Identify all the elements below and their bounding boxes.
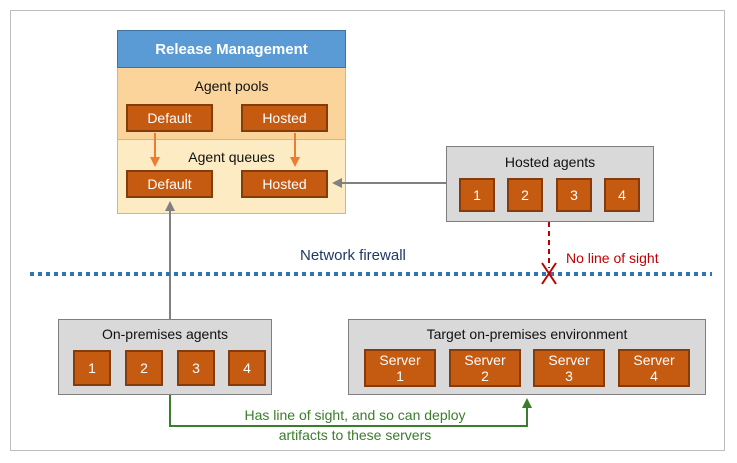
agent-pools-title: Agent pools <box>194 78 269 94</box>
deploy-note-line-2: artifacts to these servers <box>278 427 432 443</box>
server-4[interactable]: Server 4 <box>618 349 690 387</box>
release-management-title: Release Management <box>155 40 308 58</box>
blocked-x-marker <box>541 262 557 285</box>
deploy-note-line-1: Has line of sight, and so can deploy <box>244 407 466 423</box>
pool-hosted[interactable]: Hosted <box>241 104 328 132</box>
server-3[interactable]: Server 3 <box>533 349 605 387</box>
onprem-agent-1[interactable]: 1 <box>73 350 111 386</box>
onprem-agent-4[interactable]: 4 <box>228 350 266 386</box>
hosted-agent-1[interactable]: 1 <box>459 178 495 212</box>
server-label: Server <box>464 352 506 368</box>
onprem-agent-2[interactable]: 2 <box>125 350 163 386</box>
line-of-sight-connector <box>169 395 532 427</box>
server-label: Server <box>633 352 675 368</box>
hosted-agent-4[interactable]: 4 <box>604 178 640 212</box>
queue-default[interactable]: Default <box>126 170 213 198</box>
hosted-agents-title: Hosted agents <box>504 154 596 170</box>
release-management-header: Release Management <box>117 30 346 68</box>
server-number: 2 <box>481 368 489 384</box>
server-label: Server <box>548 352 590 368</box>
target-env-title: Target on-premises environment <box>426 326 628 342</box>
onprem-agents-title: On-premises agents <box>101 326 229 342</box>
hosted-agent-2[interactable]: 2 <box>507 178 543 212</box>
deploy-note: Has line of sight, and so can deploy art… <box>180 405 530 445</box>
queue-hosted[interactable]: Hosted <box>241 170 328 198</box>
network-firewall-label: Network firewall <box>300 247 406 264</box>
agent-queues-title: Agent queues <box>188 149 275 165</box>
hosted-agent-3[interactable]: 3 <box>556 178 592 212</box>
no-line-of-sight-label: No line of sight <box>566 250 659 266</box>
server-1[interactable]: Server 1 <box>364 349 436 387</box>
onprem-agent-3[interactable]: 3 <box>177 350 215 386</box>
server-number: 4 <box>650 368 658 384</box>
server-label: Server <box>379 352 421 368</box>
pool-default[interactable]: Default <box>126 104 213 132</box>
server-number: 1 <box>396 368 404 384</box>
server-2[interactable]: Server 2 <box>449 349 521 387</box>
server-number: 3 <box>565 368 573 384</box>
